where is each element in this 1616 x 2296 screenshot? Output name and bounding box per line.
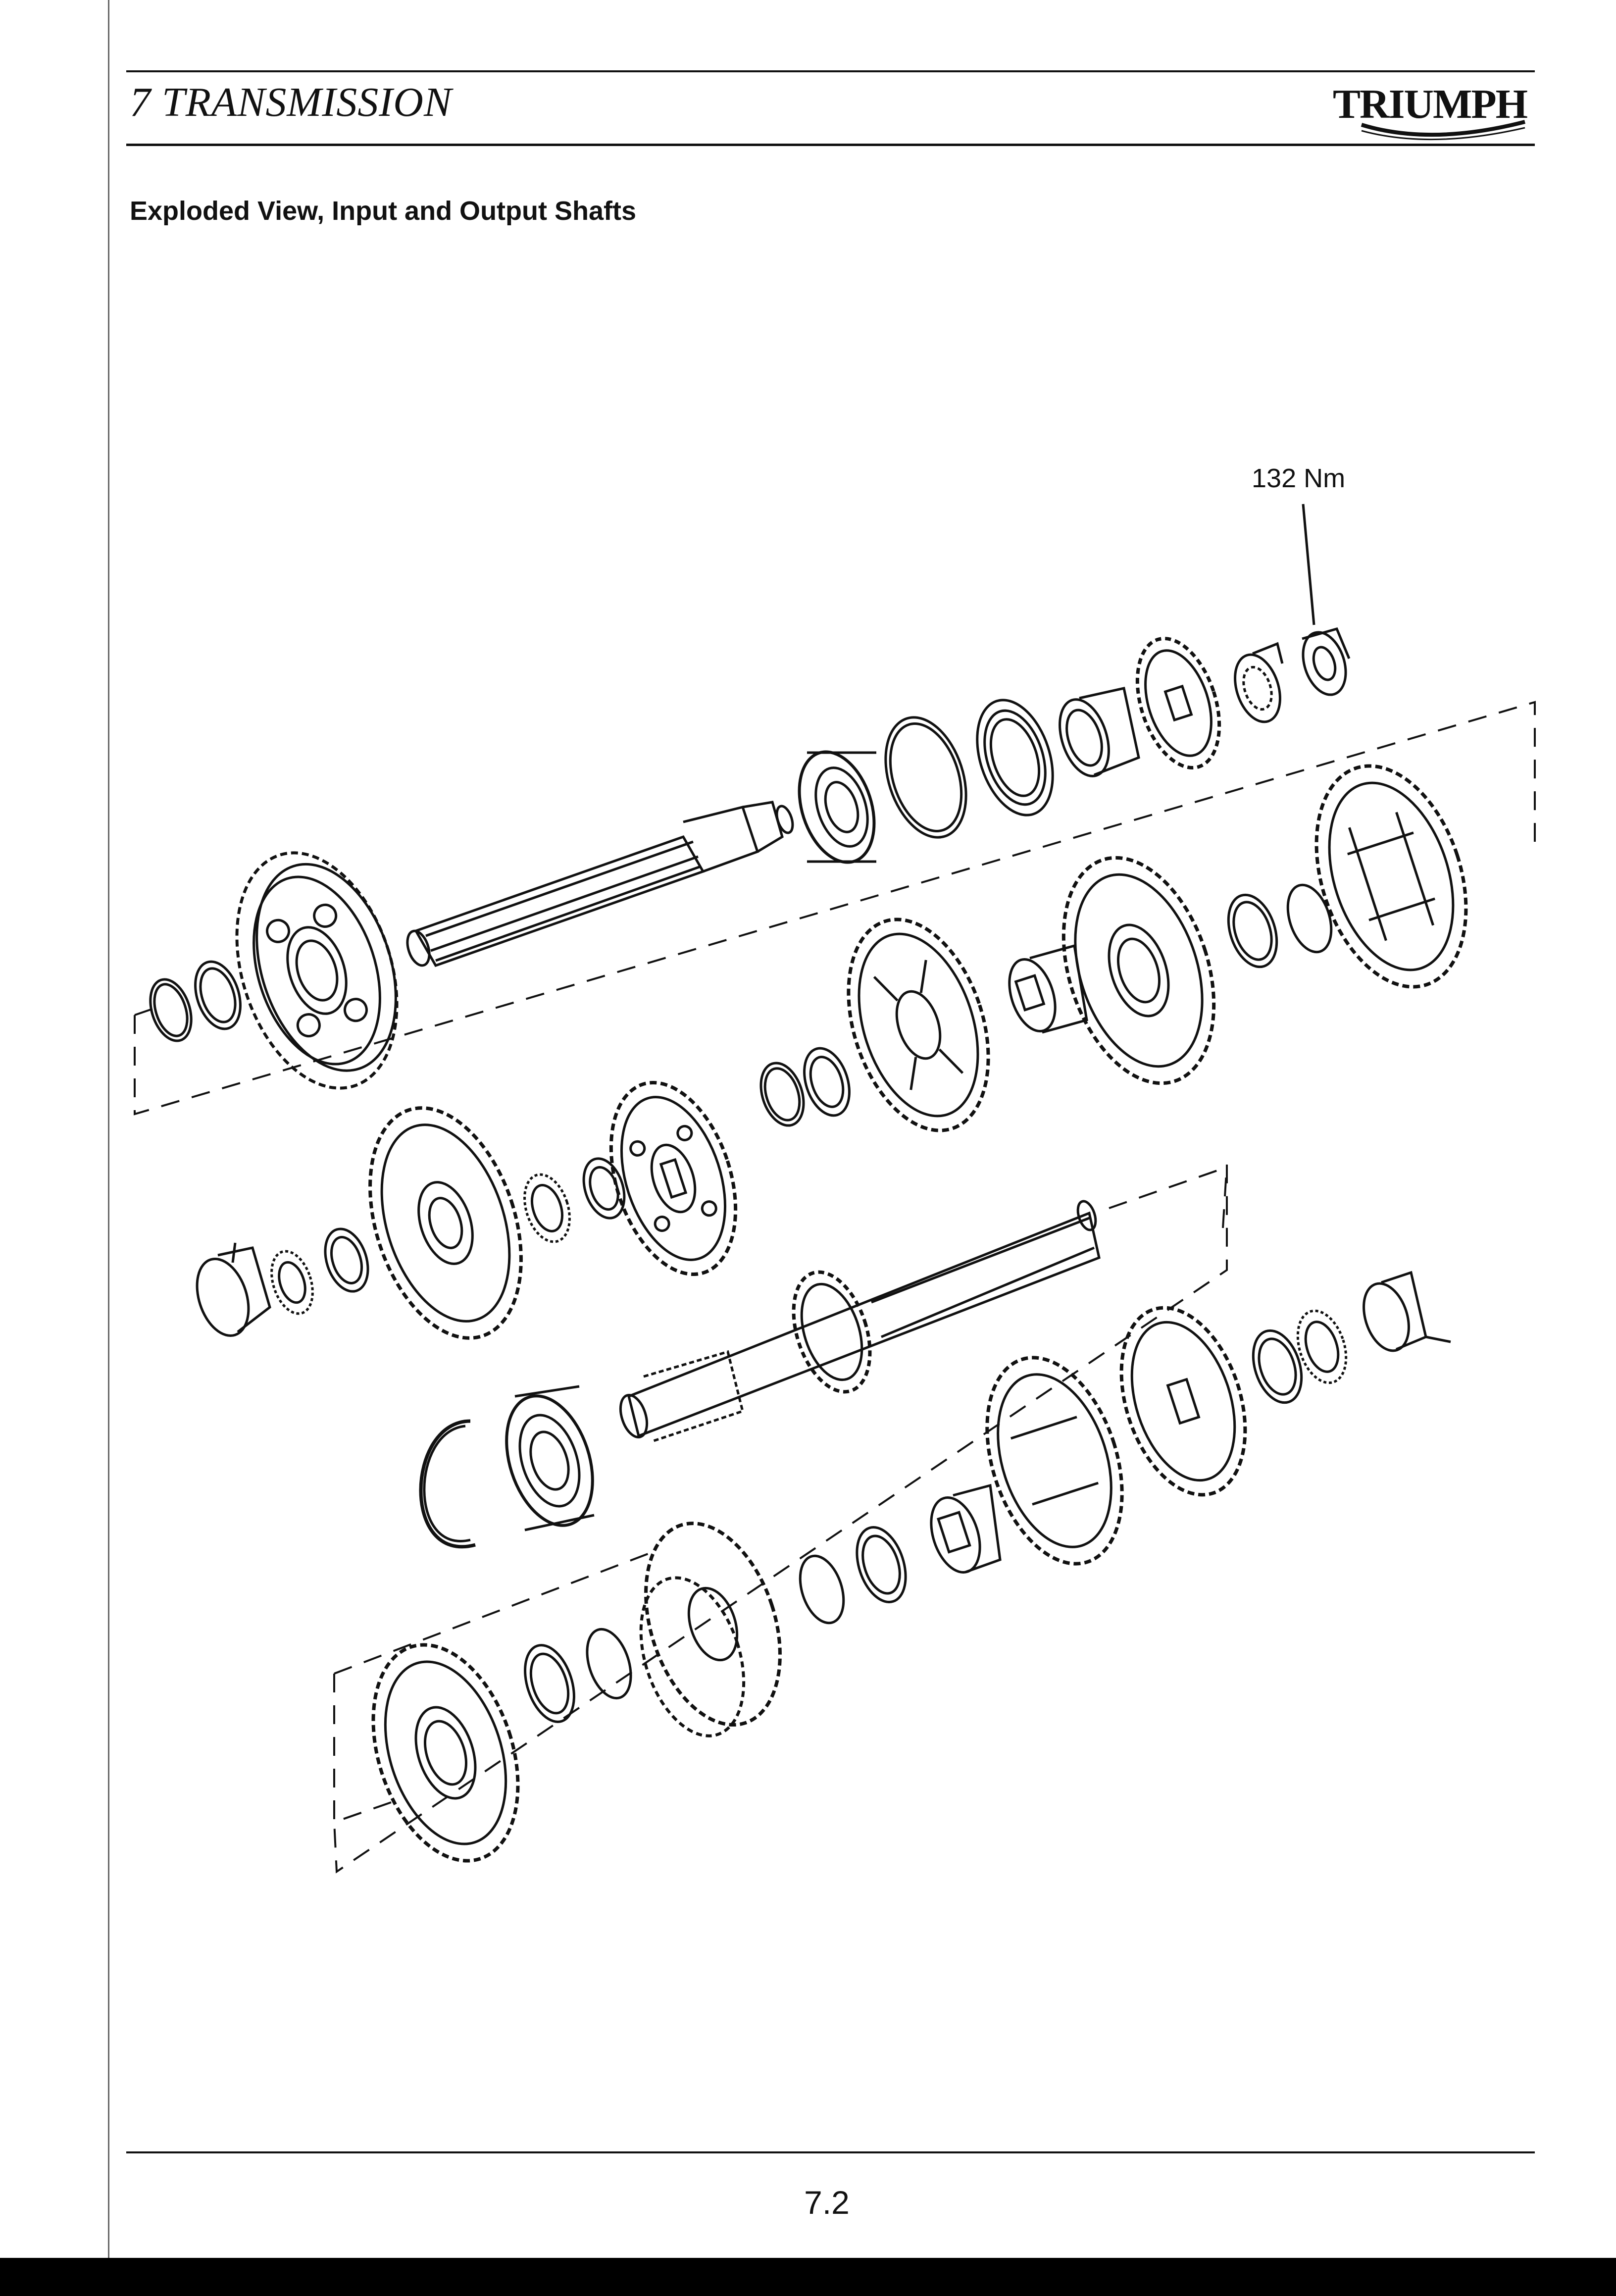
output-bearing: [505, 1385, 595, 1531]
header-bottom-rule: [126, 144, 1535, 146]
gear-row2-c: [1061, 856, 1216, 1085]
header-top-rule: [126, 70, 1535, 72]
gear-row2-a: [609, 1080, 738, 1276]
washer-row4-d: [524, 1644, 575, 1723]
thrust-washer-input-left: [194, 960, 242, 1030]
torque-label: 132 Nm: [1252, 463, 1346, 493]
circlip-row4-c: [799, 1554, 845, 1625]
gear-row4-a: [985, 1356, 1124, 1566]
washer-row3-left: [324, 1227, 369, 1293]
gear-row3-large: [368, 1106, 523, 1340]
spacer-sleeve: [1059, 687, 1140, 777]
output-shaft-gear: [792, 1270, 872, 1394]
oil-seal: [976, 699, 1054, 816]
circlip-output-large: [419, 1419, 476, 1548]
chapter-title: 7 TRANSMISSION: [130, 79, 452, 125]
washer-row4-b: [1252, 1329, 1303, 1404]
torque-leader-line: [1302, 504, 1315, 625]
triumph-logo: TRIUMPH: [1333, 81, 1528, 141]
needle-bearing-right: [1296, 1309, 1348, 1384]
drive-sprocket: [1135, 637, 1221, 769]
circlip-row2-c: [1286, 883, 1333, 954]
end-bush-right: [1363, 1271, 1451, 1352]
needle-bearing-mid: [523, 1173, 571, 1243]
washer-row2-c: [1227, 893, 1278, 969]
sprocket-nut: [1302, 627, 1351, 696]
circlip-input-right: [884, 716, 967, 839]
end-plug: [196, 1242, 271, 1337]
scan-edge: [0, 2258, 1616, 2296]
lock-washer: [1234, 642, 1284, 723]
input-shaft: [406, 801, 794, 968]
logo-wordmark: TRIUMPH: [1333, 81, 1527, 127]
input-gear-large: [235, 851, 399, 1090]
gear-row4-left: [371, 1643, 520, 1863]
needle-bearing-left: [270, 1250, 314, 1315]
washer-row2-a: [803, 1047, 851, 1117]
gear-row4-b: [1119, 1306, 1247, 1497]
section-title: Exploded View, Input and Output Shafts: [130, 196, 637, 226]
washer-row3-mid: [582, 1157, 626, 1220]
washer-row4-c: [856, 1526, 907, 1603]
circlip-row2-a: [759, 1062, 805, 1127]
output-shaft: [619, 1200, 1101, 1442]
bush-row4: [930, 1483, 1002, 1574]
input-bearing: [798, 750, 876, 864]
gear-row4-double: [639, 1522, 782, 1737]
output-shaft-centerline: [333, 1164, 1228, 1874]
left-margin-rule: [108, 0, 109, 2258]
gear-row2-d: [1314, 764, 1468, 989]
input-shaft-centerline: [134, 701, 1536, 1116]
circlip-input-left: [149, 978, 193, 1042]
circlip-row4-d: [586, 1628, 632, 1700]
gear-row2-b: [847, 918, 990, 1132]
footer-rule: [126, 2151, 1535, 2153]
page-number: 7.2: [804, 2184, 850, 2221]
